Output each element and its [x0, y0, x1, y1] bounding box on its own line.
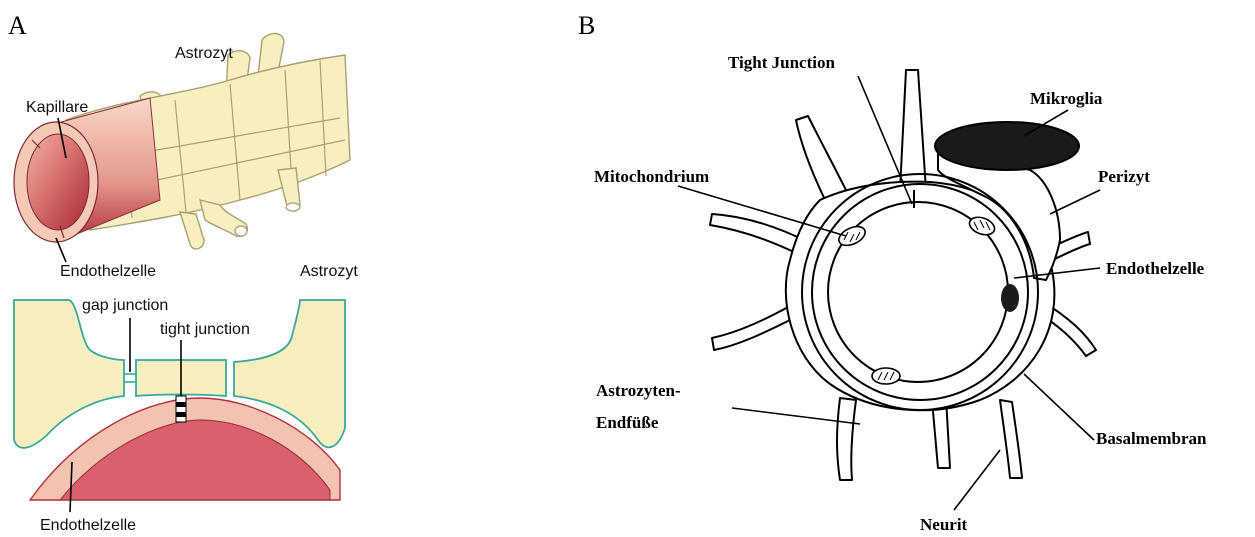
junction-schematic: Astrozyt gap junction tight junction End… — [14, 263, 358, 534]
label-endothelzelle-top: Endothelzelle — [60, 263, 156, 280]
microglia — [935, 122, 1079, 170]
endfoot-lower-left — [837, 398, 856, 480]
label-kapillare: Kapillare — [26, 99, 88, 116]
panel-b: B — [578, 11, 1207, 534]
leader-basalmembran — [1024, 374, 1094, 440]
label-neurit: Neurit — [920, 515, 968, 534]
label-endothelzelle-bottom: Endothelzelle — [40, 517, 136, 534]
label-mitochondrium: Mitochondrium — [594, 167, 709, 186]
capillary-lumen — [27, 134, 89, 230]
process-opening-2 — [235, 226, 247, 236]
label-astrozyt-top: Astrozyt — [175, 45, 233, 62]
endfoot-top — [900, 70, 926, 190]
leader-perizyt — [1050, 190, 1100, 214]
tight-junction-band-2 — [176, 412, 186, 417]
label-astrozyten-line1: Astrozyten- — [596, 381, 681, 400]
label-astrozyt-bottom: Astrozyt — [300, 263, 358, 280]
label-mikroglia: Mikroglia — [1030, 89, 1103, 108]
tight-junction-block — [176, 396, 186, 422]
panel-a-letter: A — [8, 11, 27, 40]
panel-b-letter: B — [578, 11, 595, 40]
tight-junction-band — [176, 402, 186, 407]
leader-neurit — [954, 450, 1000, 510]
endfoot-left — [712, 306, 790, 350]
label-basalmembran: Basalmembran — [1096, 429, 1207, 448]
panel-a: A Astrozyt Kapillare — [8, 11, 358, 534]
label-tight-junction: tight junction — [160, 321, 250, 338]
neurit — [1000, 400, 1022, 478]
astrocyte-left — [14, 300, 124, 448]
process-opening — [286, 203, 300, 211]
label-astrozyten-line2: Endfüße — [596, 413, 659, 432]
astrocyte-process-bottom-2 — [180, 212, 204, 249]
nucleus — [1001, 284, 1019, 312]
label-endothelzelle-b: Endothelzelle — [1106, 259, 1205, 278]
capillary-illustration: Astrozyt Kapillare Endothelzelle — [14, 33, 350, 280]
label-perizyt: Perizyt — [1098, 167, 1150, 186]
label-gap-junction: gap junction — [82, 297, 168, 314]
label-tight-junction-b: Tight Junction — [728, 53, 835, 72]
